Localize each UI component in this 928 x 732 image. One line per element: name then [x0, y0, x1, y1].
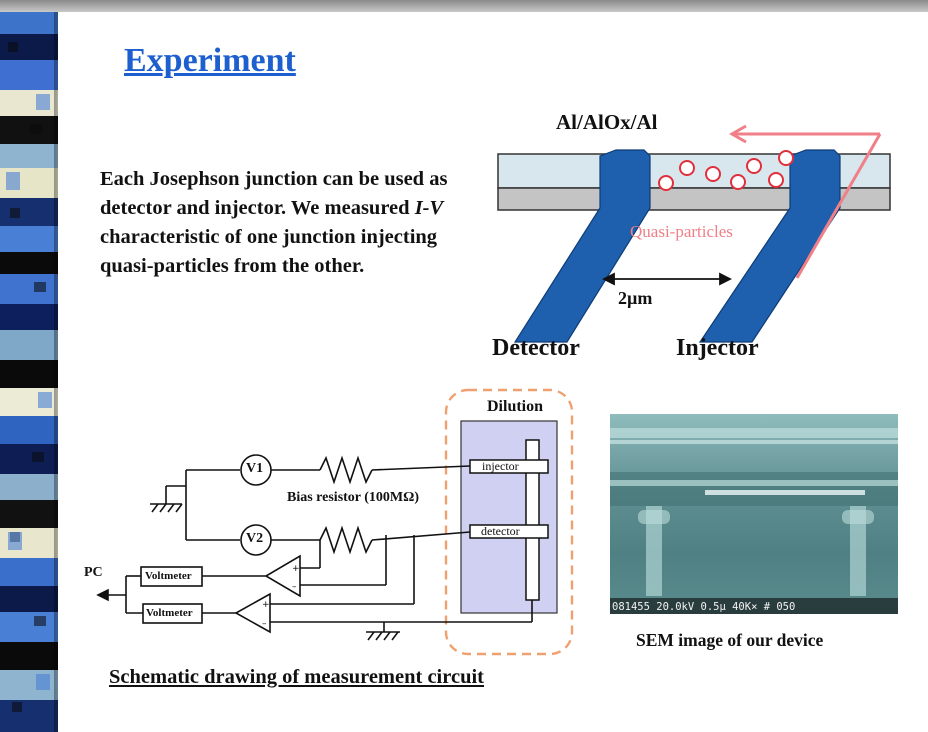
quasiparticle [768, 172, 784, 188]
v2-label: V2 [246, 531, 264, 546]
dilution-outline [444, 388, 574, 656]
voltmeter-1-label: Voltmeter [145, 570, 192, 582]
quasiparticles-label: Quasi-particles [630, 222, 733, 241]
stripe-shadow [54, 12, 58, 732]
pc-label: PC [84, 565, 103, 580]
decorative-stripe-panel [0, 12, 58, 732]
quasiparticle [658, 175, 674, 191]
sem-image-features [610, 428, 898, 596]
quasiparticle [746, 158, 762, 174]
amplifier-1 [264, 554, 301, 598]
description-iv-emphasis: I-V [414, 197, 444, 219]
top-bias-resistor [319, 455, 373, 485]
sem-info-text: 081455 20.0kV 0.5µ 40K× # 050 [612, 601, 796, 613]
bottom-bias-resistor [319, 525, 373, 555]
injector-electrode [698, 149, 841, 343]
slide-title: Experiment [124, 42, 296, 79]
quasiparticle [730, 174, 746, 190]
distance-arrow [601, 272, 733, 286]
stripe-pattern [0, 12, 58, 732]
quasiparticle [778, 150, 794, 166]
injector-pad-label: injector [482, 459, 519, 473]
bias-resistor-label: Bias resistor (100MΩ) [287, 490, 420, 505]
amplifier-2 [234, 592, 271, 634]
device-diagram [497, 124, 891, 343]
description-part-1: Each Josephson junction can be used as d… [100, 168, 448, 219]
detector-pad-label: detector [481, 524, 520, 538]
material-label: Al/AlOx/Al [556, 110, 658, 134]
detector-label: Detector [492, 335, 580, 361]
quasiparticle [705, 166, 721, 182]
detector-electrode [513, 149, 651, 343]
v1-label: V1 [246, 461, 264, 476]
amp2-minus-sign: – [262, 619, 267, 629]
dilution-box [460, 420, 558, 614]
description-text: Each Josephson junction can be used as d… [100, 165, 480, 281]
injection-arrow [728, 124, 882, 279]
left-ground-icon [150, 485, 186, 513]
injector-label: Injector [676, 335, 759, 361]
voltmeter-2-label: Voltmeter [146, 607, 193, 619]
amp2-plus-sign: + [262, 600, 270, 610]
bottom-ground-icon [366, 622, 400, 641]
description-part-2: characteristic of one junction injecting… [100, 226, 438, 277]
measurement-circuit [96, 388, 574, 656]
distance-label: 2µm [618, 288, 653, 308]
sem-image: 081455 20.0kV 0.5µ 40K× # 050 [610, 414, 898, 614]
pc-arrow-icon [96, 588, 109, 602]
slide-top-bar [0, 0, 928, 12]
dilution-label: Dilution [487, 398, 544, 415]
amp1-minus-sign: – [292, 582, 297, 592]
quasiparticle [679, 160, 695, 176]
sem-caption: SEM image of our device [636, 630, 824, 650]
quasiparticle-dots [658, 150, 794, 191]
detector-pad [469, 524, 549, 539]
circuit-caption: Schematic drawing of measurement circuit [109, 666, 485, 688]
sem-info-bar: 081455 20.0kV 0.5µ 40K× # 050 [610, 598, 898, 614]
amp1-plus-sign: + [292, 564, 300, 574]
